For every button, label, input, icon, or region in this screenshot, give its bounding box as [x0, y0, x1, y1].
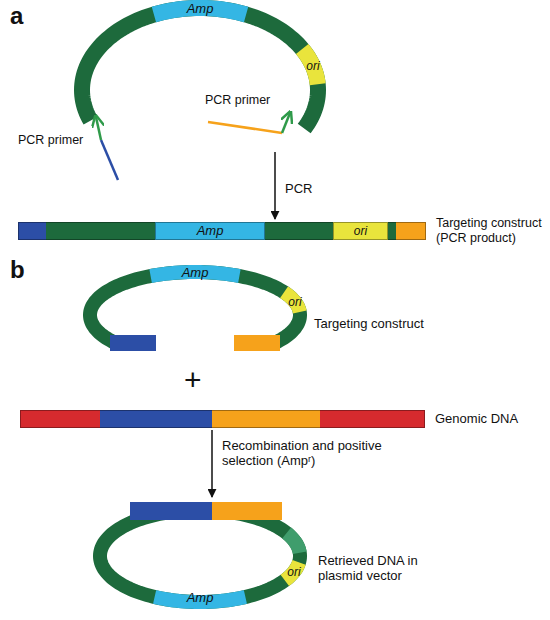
plasmid-backbone — [82, 8, 318, 128]
plasmid-ring: Amp ori — [74, 0, 326, 150]
edge-label: PCR — [285, 181, 345, 196]
gene-name: Amp — [187, 590, 214, 605]
primer-line — [101, 140, 118, 180]
process-arrow — [211, 430, 213, 497]
gene-name: Amp — [182, 265, 209, 280]
process-arrow — [274, 152, 276, 219]
primer-tip — [282, 113, 290, 133]
plus-sign: + — [184, 362, 202, 397]
construct-label: Retrieved DNA in plasmid vector — [318, 553, 443, 583]
dna-bar: Targeting construct (PCR product)Ampori — [18, 222, 426, 240]
primer-label: PCR primer — [18, 133, 83, 147]
ring-segment — [287, 533, 300, 553]
plasmid-ring: oriRetrieved DNA in plasmid vectorAmp — [93, 500, 307, 612]
homology-arm — [212, 502, 282, 520]
dna-label: Genomic DNA — [435, 411, 550, 426]
homology-arm — [130, 502, 212, 520]
panel-letter: a — [10, 2, 23, 30]
primer-line — [208, 122, 282, 133]
homology-arm — [110, 335, 156, 351]
panel-letter: b — [10, 256, 25, 284]
gene-name: ori — [287, 565, 300, 580]
primer-label: PCR primer — [205, 93, 270, 107]
gene-name: ori — [306, 59, 319, 74]
gene-segment: Amp — [155, 222, 265, 240]
gene-segment: ori — [333, 222, 388, 240]
dna-bar: Genomic DNA — [20, 410, 425, 428]
edge-label: Recombination and positive selection (Am… — [222, 438, 397, 468]
homology-arm — [234, 335, 280, 351]
gene-name: Amp — [155, 222, 265, 240]
gene-name: ori — [288, 295, 301, 310]
plasmid-backbone — [100, 510, 300, 602]
plasmid-ring: AmporiTargeting construct — [82, 264, 308, 356]
primer-tip — [96, 117, 101, 140]
construct-label: Targeting construct (PCR product) — [436, 216, 548, 246]
plasmid-backbone — [90, 272, 300, 343]
gene-name: Amp — [187, 1, 214, 16]
construct-label: Targeting construct — [314, 316, 464, 331]
ring-outline — [74, 0, 326, 150]
gene-name: ori — [333, 222, 388, 240]
